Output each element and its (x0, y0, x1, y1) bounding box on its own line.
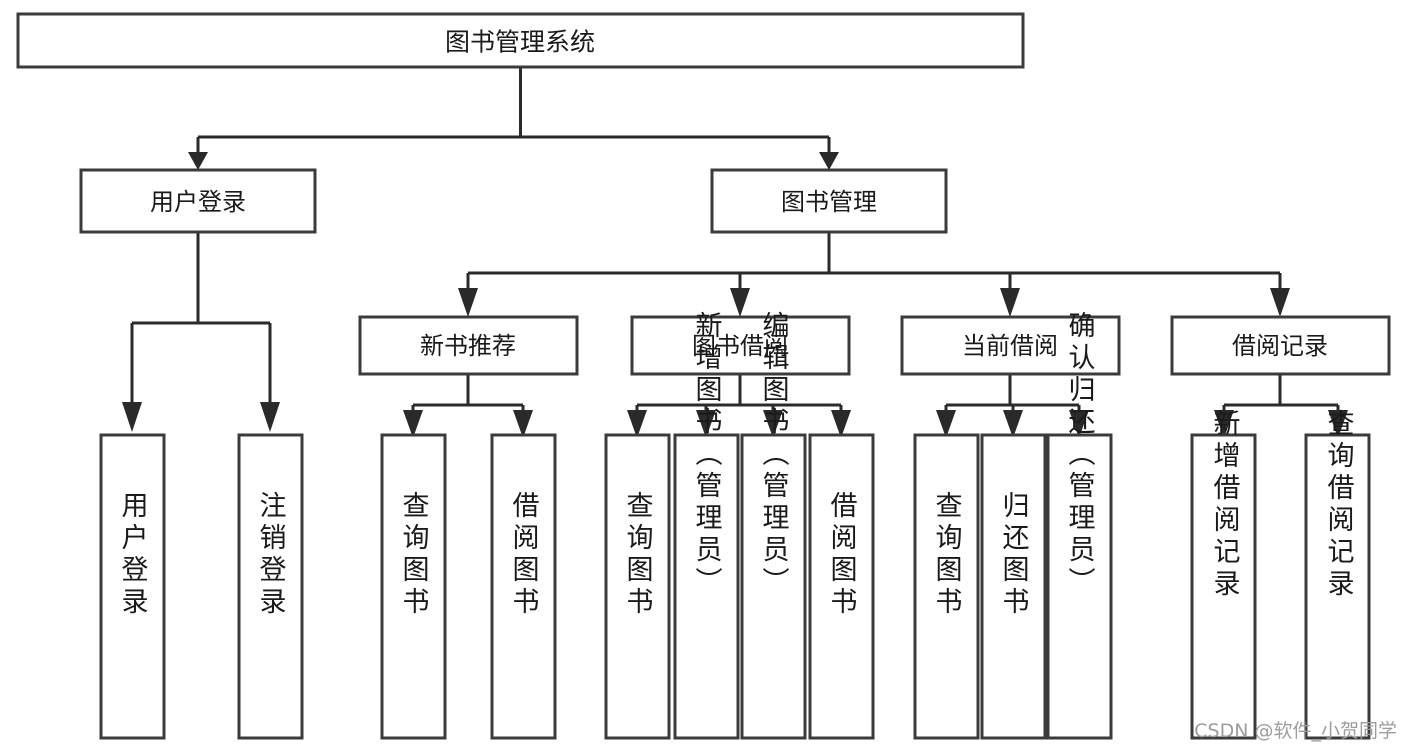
node-leaf-query-book-2-label: 查询图书 (622, 491, 654, 619)
node-borrow-record-label: 借阅记录 (1232, 332, 1328, 360)
node-leaf-edit-book-box[interactable] (740, 433, 807, 740)
node-current-borrow-box[interactable] (900, 315, 1121, 376)
node-book-borrow-label: 图书借阅 (692, 332, 788, 360)
arrowhead-new-book-recommend (458, 288, 478, 317)
node-root[interactable]: 图书管理系统 (16, 12, 1025, 69)
node-leaf-query-book-2-box[interactable] (604, 433, 671, 740)
node-leaf-query-record-label: 查询借阅记录 (1323, 409, 1355, 601)
node-leaf-add-book-box[interactable] (673, 433, 740, 740)
node-leaf-user-login-box[interactable] (99, 433, 166, 740)
node-leaf-query-book-3-box[interactable] (913, 433, 980, 740)
node-leaf-logout-login-label: 注销登录 (255, 491, 287, 619)
node-book-management[interactable]: 图书管理 (710, 168, 948, 234)
connector-layer (122, 67, 1348, 438)
node-book-borrow[interactable]: 图书借阅 (630, 315, 851, 376)
node-leaf-query-book-1-box[interactable] (380, 433, 447, 740)
node-book-management-box[interactable] (710, 168, 948, 234)
node-leaf-user-login-label: 用户登录 (117, 491, 149, 619)
node-borrow-record[interactable]: 借阅记录 (1170, 315, 1391, 376)
arrowhead-leaf-borrow-book-1 (513, 410, 533, 438)
node-current-borrow-label: 当前借阅 (962, 332, 1058, 360)
node-leaf-query-book-2[interactable]: 查询图书 (604, 433, 671, 740)
node-leaf-return-book-box[interactable] (980, 433, 1047, 740)
arrowhead-current-borrow (1000, 288, 1020, 317)
node-user-login[interactable]: 用户登录 (79, 168, 317, 234)
node-leaf-query-book-3[interactable]: 查询图书 (913, 433, 980, 740)
node-current-borrow[interactable]: 当前借阅 (900, 315, 1121, 376)
node-root-label: 图书管理系统 (445, 28, 595, 57)
node-leaf-add-record-box[interactable] (1190, 433, 1257, 740)
arrowhead-user-login (188, 152, 208, 170)
node-leaf-add-record-label: 新增借阅记录 (1209, 409, 1241, 601)
node-leaf-query-record[interactable]: 查询借阅记录 (1304, 409, 1371, 740)
node-new-book-recommend-box[interactable] (358, 315, 579, 376)
node-leaf-confirm-return-box[interactable] (1046, 433, 1113, 740)
node-new-book-recommend-label: 新书推荐 (420, 332, 516, 360)
node-leaf-add-record[interactable]: 新增借阅记录 (1190, 409, 1257, 740)
node-leaf-edit-book[interactable]: 编辑图书（管理员） (740, 311, 807, 740)
arrowhead-leaf-logout-login (260, 402, 280, 432)
arrowhead-leaf-add-book (696, 410, 716, 438)
arrowhead-leaf-query-book-1 (403, 410, 423, 438)
node-leaf-return-book-label: 归还图书 (998, 491, 1030, 619)
arrowhead-leaf-query-record (1328, 410, 1348, 438)
node-leaf-confirm-return[interactable]: 确认归还（管理员） (1046, 311, 1113, 740)
arrowhead-leaf-user-login (122, 402, 142, 432)
node-root-box[interactable] (16, 12, 1025, 69)
node-leaf-borrow-book-2[interactable]: 借阅图书 (808, 433, 875, 740)
node-leaf-borrow-book-2-box[interactable] (808, 433, 875, 740)
node-leaf-borrow-book-1-box[interactable] (490, 433, 557, 740)
node-book-management-label: 图书管理 (781, 188, 877, 216)
node-leaf-logout-login-box[interactable] (237, 433, 304, 740)
node-borrow-record-box[interactable] (1170, 315, 1391, 376)
node-leaf-add-book[interactable]: 新增图书（管理员） (673, 311, 740, 740)
node-leaf-borrow-book-1-label: 借阅图书 (508, 491, 540, 619)
node-leaf-edit-book-label: 编辑图书（管理员） (758, 311, 790, 599)
arrowhead-borrow-record (1270, 288, 1290, 317)
node-leaf-query-record-box[interactable] (1304, 433, 1371, 740)
arrowhead-leaf-borrow-book-2 (831, 410, 851, 438)
node-user-login-box[interactable] (79, 168, 317, 234)
node-leaf-query-book-3-label: 查询图书 (931, 491, 963, 619)
node-leaf-return-book[interactable]: 归还图书 (980, 433, 1047, 740)
node-new-book-recommend[interactable]: 新书推荐 (358, 315, 579, 376)
node-leaf-query-book-1-label: 查询图书 (398, 491, 430, 619)
arrowhead-book-management (819, 152, 839, 170)
arrowhead-leaf-return-book (1003, 410, 1023, 438)
arrowhead-leaf-query-book-2 (627, 410, 647, 438)
arrowhead-leaf-add-record (1214, 410, 1234, 438)
node-book-borrow-box[interactable] (630, 315, 851, 376)
node-leaf-confirm-return-label: 确认归还（管理员） (1064, 311, 1096, 599)
node-user-login-label: 用户登录 (150, 188, 246, 216)
node-leaf-user-login[interactable]: 用户登录 (99, 433, 166, 740)
node-leaf-logout-login[interactable]: 注销登录 (237, 433, 304, 740)
arrowhead-leaf-confirm-return (1069, 410, 1089, 438)
node-leaf-borrow-book-1[interactable]: 借阅图书 (490, 433, 557, 740)
arrowhead-leaf-query-book-3 (936, 410, 956, 438)
node-leaf-borrow-book-2-label: 借阅图书 (826, 491, 858, 619)
arrowhead-book-borrow (730, 288, 750, 317)
arrowhead-leaf-edit-book (763, 410, 783, 438)
node-leaf-query-book-1[interactable]: 查询图书 (380, 433, 447, 740)
node-leaf-add-book-label: 新增图书（管理员） (691, 311, 723, 599)
